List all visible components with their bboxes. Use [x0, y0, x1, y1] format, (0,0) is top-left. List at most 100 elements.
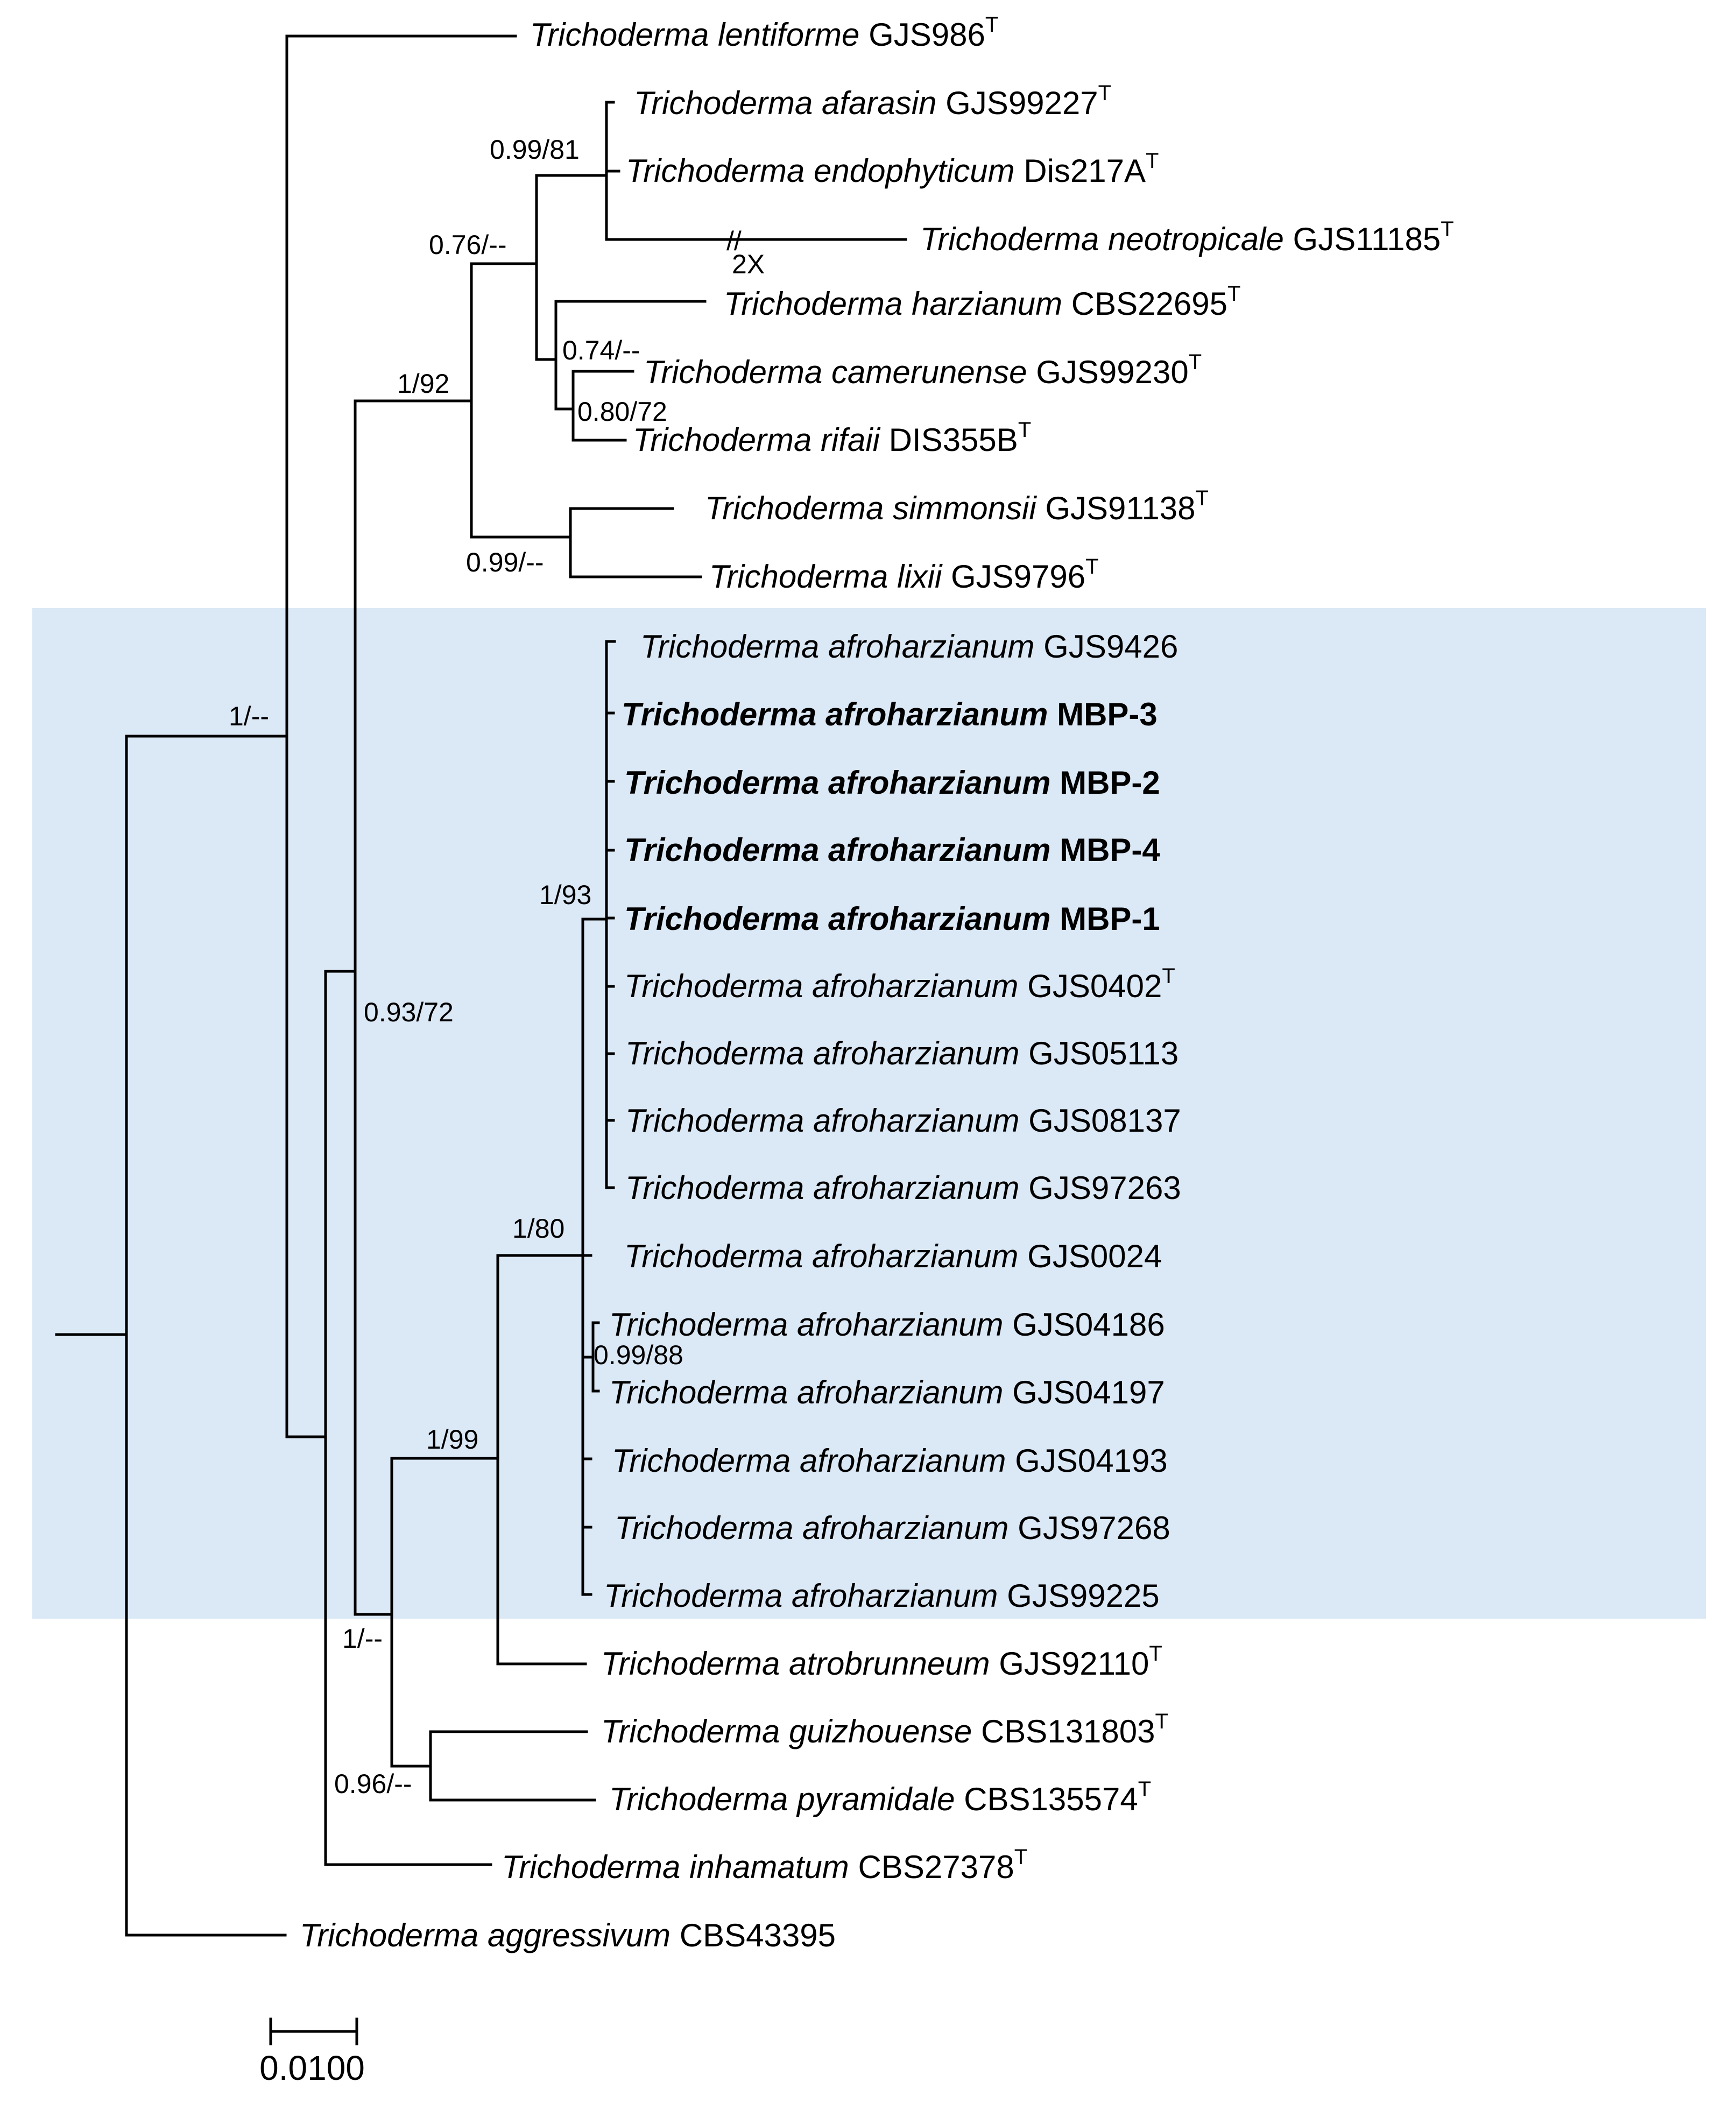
taxon-binomial: Trichoderma rifaii: [633, 422, 881, 458]
taxon-binomial: Trichoderma afroharzianum: [612, 1443, 1006, 1479]
taxon-strain: MBP-4: [1050, 832, 1160, 868]
taxon-binomial: Trichoderma afroharzianum: [604, 1578, 998, 1614]
support-value: 1/93: [539, 880, 591, 910]
branch-break-marker: // 2X: [726, 226, 765, 279]
taxon-binomial: Trichoderma afroharzianum: [624, 832, 1050, 868]
taxon-binomial: Trichoderma afroharzianum: [615, 1510, 1009, 1546]
taxon-label: Trichoderma afroharzianum GJS04197: [609, 1374, 1165, 1410]
taxon-label: Trichoderma camerunense GJS99230T: [644, 350, 1202, 390]
break-symbol: //: [726, 226, 742, 256]
support-value: 1/99: [426, 1424, 478, 1455]
taxon-strain: GJS986: [859, 17, 985, 53]
support-value: 1/--: [342, 1624, 383, 1654]
taxon-strain: Dis217A: [1015, 153, 1146, 189]
type-strain-marker: T: [1441, 217, 1453, 241]
support-value: 0.99/88: [594, 1340, 683, 1370]
support-value: 0.96/--: [334, 1769, 412, 1799]
taxon-binomial: Trichoderma neotropicale: [920, 221, 1284, 257]
support-value: 1/--: [229, 701, 269, 731]
type-strain-marker: T: [1146, 149, 1159, 173]
support-value: 0.74/--: [562, 335, 640, 365]
taxon-label: Trichoderma simmonsii GJS91138T: [705, 486, 1209, 526]
type-strain-marker: T: [1155, 1710, 1168, 1733]
taxon-strain: GJS04193: [1006, 1443, 1168, 1479]
taxon-strain: CBS27378: [849, 1849, 1014, 1885]
type-strain-marker: T: [1149, 1642, 1162, 1666]
taxon-label: Trichoderma afarasin GJS99227T: [634, 81, 1111, 121]
taxon-label: Trichoderma inhamatum CBS27378T: [502, 1845, 1027, 1885]
type-strain-marker: T: [1162, 964, 1175, 988]
type-strain-marker: T: [1189, 350, 1202, 374]
taxon-strain: GJS11185: [1284, 221, 1441, 257]
taxon-strain: GJS0402: [1019, 968, 1162, 1004]
taxon-binomial: Trichoderma afroharzianum: [609, 1307, 1004, 1343]
afroharzianum-clade-highlight: [32, 608, 1706, 1619]
taxon-binomial: Trichoderma lentiforme: [530, 17, 859, 53]
taxon-strain: CBS43395: [671, 1917, 836, 1953]
taxon-label: Trichoderma atrobrunneum GJS92110T: [601, 1642, 1162, 1682]
taxon-binomial: Trichoderma afroharzianum: [624, 1238, 1019, 1274]
taxon-binomial: Trichoderma afroharzianum: [624, 765, 1050, 801]
taxon-strain: CBS135574: [955, 1781, 1138, 1817]
taxon-label: Trichoderma lixii GJS9796T: [709, 555, 1099, 595]
taxon-label: Trichoderma afroharzianum GJS97268: [615, 1510, 1170, 1546]
taxon-binomial: Trichoderma aggressivum: [300, 1917, 671, 1953]
type-strain-marker: T: [1014, 1845, 1027, 1869]
taxon-strain: DIS355B: [880, 422, 1018, 458]
type-strain-marker: T: [1098, 81, 1111, 105]
taxon-label: Trichoderma afroharzianum MBP-2: [624, 765, 1160, 801]
taxon-strain: CBS22695: [1062, 286, 1227, 322]
type-strain-marker: T: [1018, 418, 1031, 442]
support-value: 0.99/81: [490, 135, 580, 165]
taxon-strain: GJS91138: [1036, 490, 1196, 526]
type-strain-marker: T: [1195, 486, 1208, 510]
type-strain-marker: T: [985, 13, 998, 37]
taxon-binomial: Trichoderma afroharzianum: [625, 1035, 1020, 1071]
taxon-labels: Trichoderma lentiforme GJS986TTrichoderm…: [300, 13, 1454, 1953]
taxon-label: Trichoderma rifaii DIS355BT: [633, 418, 1031, 458]
support-value: 1/92: [397, 369, 449, 399]
support-value: 0.80/72: [577, 397, 667, 427]
taxon-strain: GJS04197: [1004, 1374, 1165, 1410]
taxon-label: Trichoderma harzianum CBS22695T: [724, 282, 1240, 322]
taxon-binomial: Trichoderma lixii: [709, 559, 943, 595]
taxon-strain: GJS9796: [942, 559, 1085, 595]
taxon-label: Trichoderma afroharzianum MBP-4: [624, 832, 1160, 868]
taxon-binomial: Trichoderma atrobrunneum: [601, 1646, 990, 1682]
support-value: 0.93/72: [364, 997, 454, 1027]
taxon-strain: GJS92110: [990, 1646, 1149, 1682]
type-strain-marker: T: [1085, 555, 1098, 578]
taxon-binomial: Trichoderma inhamatum: [502, 1849, 849, 1885]
taxon-strain: GJS99225: [998, 1578, 1160, 1614]
taxon-strain: GJS99227: [936, 85, 1098, 121]
taxon-binomial: Trichoderma pyramidale: [609, 1781, 955, 1817]
taxon-label: Trichoderma aggressivum CBS43395: [300, 1917, 836, 1953]
type-strain-marker: T: [1138, 1777, 1151, 1801]
taxon-label: Trichoderma afroharzianum GJS9426: [640, 629, 1178, 665]
taxon-strain: MBP-1: [1050, 901, 1160, 937]
taxon-strain: GJS97263: [1020, 1170, 1181, 1206]
type-strain-marker: T: [1227, 282, 1240, 306]
taxon-binomial: Trichoderma afroharzianum: [624, 901, 1050, 937]
taxon-label: Trichoderma afroharzianum GJS99225: [604, 1578, 1160, 1614]
taxon-binomial: Trichoderma guizhouense: [601, 1713, 972, 1749]
taxon-label: Trichoderma afroharzianum GJS04186: [609, 1307, 1165, 1343]
taxon-label: Trichoderma afroharzianum GJS04193: [612, 1443, 1168, 1479]
break-label: 2X: [732, 249, 765, 279]
taxon-binomial: Trichoderma camerunense: [644, 354, 1027, 390]
taxon-binomial: Trichoderma afroharzianum: [622, 696, 1048, 732]
support-value: 0.76/--: [429, 230, 507, 260]
taxon-strain: MBP-2: [1050, 765, 1160, 801]
support-value: 1/80: [512, 1213, 564, 1244]
taxon-strain: GJS08137: [1020, 1103, 1181, 1139]
taxon-label: Trichoderma afroharzianum MBP-3: [622, 696, 1158, 732]
taxon-strain: GJS97268: [1009, 1510, 1170, 1546]
taxon-binomial: Trichoderma harzianum: [724, 286, 1062, 322]
taxon-strain: GJS05113: [1020, 1035, 1179, 1071]
taxon-label: Trichoderma endophyticum Dis217AT: [626, 149, 1159, 189]
taxon-strain: MBP-3: [1048, 696, 1157, 732]
taxon-strain: CBS131803: [972, 1713, 1155, 1749]
taxon-binomial: Trichoderma afroharzianum: [640, 629, 1035, 665]
support-value: 0.99/--: [466, 547, 544, 577]
